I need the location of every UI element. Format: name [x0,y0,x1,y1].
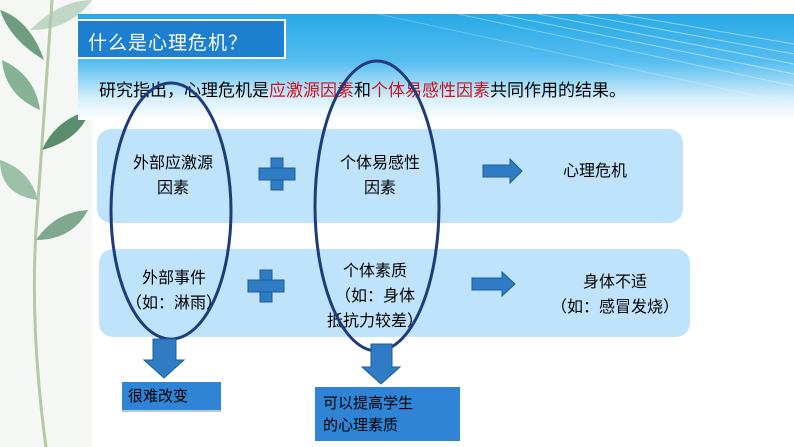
row2-quality: 个体素质 （如：身体 抵抗力较差） [310,258,440,333]
row2-quality-line1: 个体素质 [342,261,407,280]
row-concept-bg [97,129,683,223]
row-example-bg [99,249,690,337]
title-box: 什么是心理危机？ [76,19,286,59]
row1-susceptibility-line1: 个体易感性 [339,153,420,172]
row2-event: 外部事件 （如：淋雨） [108,265,240,315]
row1-susceptibility-line2: 因素 [363,178,396,197]
leaf-decoration-icon [0,0,92,447]
row2-result-line1: 身体不适 [582,272,647,291]
highlight-ellipse-middle [313,59,441,353]
row2-result-line2: （如：感冒发烧） [550,297,679,316]
arrow-down-icon [142,338,186,379]
arrow-down-icon [360,343,402,385]
highlight-ellipse-left [109,81,233,341]
plus-icon [258,157,296,191]
note-improve-line2: 的心理素质 [323,416,399,434]
note-improve-line1: 可以提高学生 [323,394,414,412]
row1-susceptibility: 个体易感性 因素 [322,150,438,200]
intro-middle: 和 [354,81,371,101]
row2-quality-line2: （如：身体 [334,286,415,305]
intro-prefix: 研究指出，心理危机是 [99,81,269,101]
plus-icon [247,269,285,303]
row1-result: 心理危机 [562,161,627,180]
row2-result: 身体不适 （如：感冒发烧） [540,269,690,319]
arrow-right-icon [482,157,523,185]
row2-event-line1: 外部事件 [141,268,206,287]
intro-highlight-stressor: 应激源因素 [269,81,354,101]
page-title: 什么是心理危机？ [88,32,249,54]
intro-text: 研究指出，心理危机是应激源因素和个体易感性因素共同作用的结果。 [99,76,626,101]
row1-stressor-line1: 外部应激源 [132,153,213,172]
row1-stressor-line2: 因素 [156,178,189,197]
intro-highlight-susceptibility: 个体易感性因素 [371,81,490,101]
row1-stressor: 外部应激源 因素 [115,150,231,200]
row2-quality-line3: 抵抗力较差） [326,311,423,330]
banner-stripes [377,14,794,105]
row2-event-line2: （如：淋雨） [125,293,222,312]
intro-suffix: 共同作用的结果。 [490,81,626,101]
note-improve-quality: 可以提高学生 的心理素质 [315,387,460,441]
arrow-right-icon [471,270,516,298]
note-hard-to-change: 很难改变 [122,382,221,412]
